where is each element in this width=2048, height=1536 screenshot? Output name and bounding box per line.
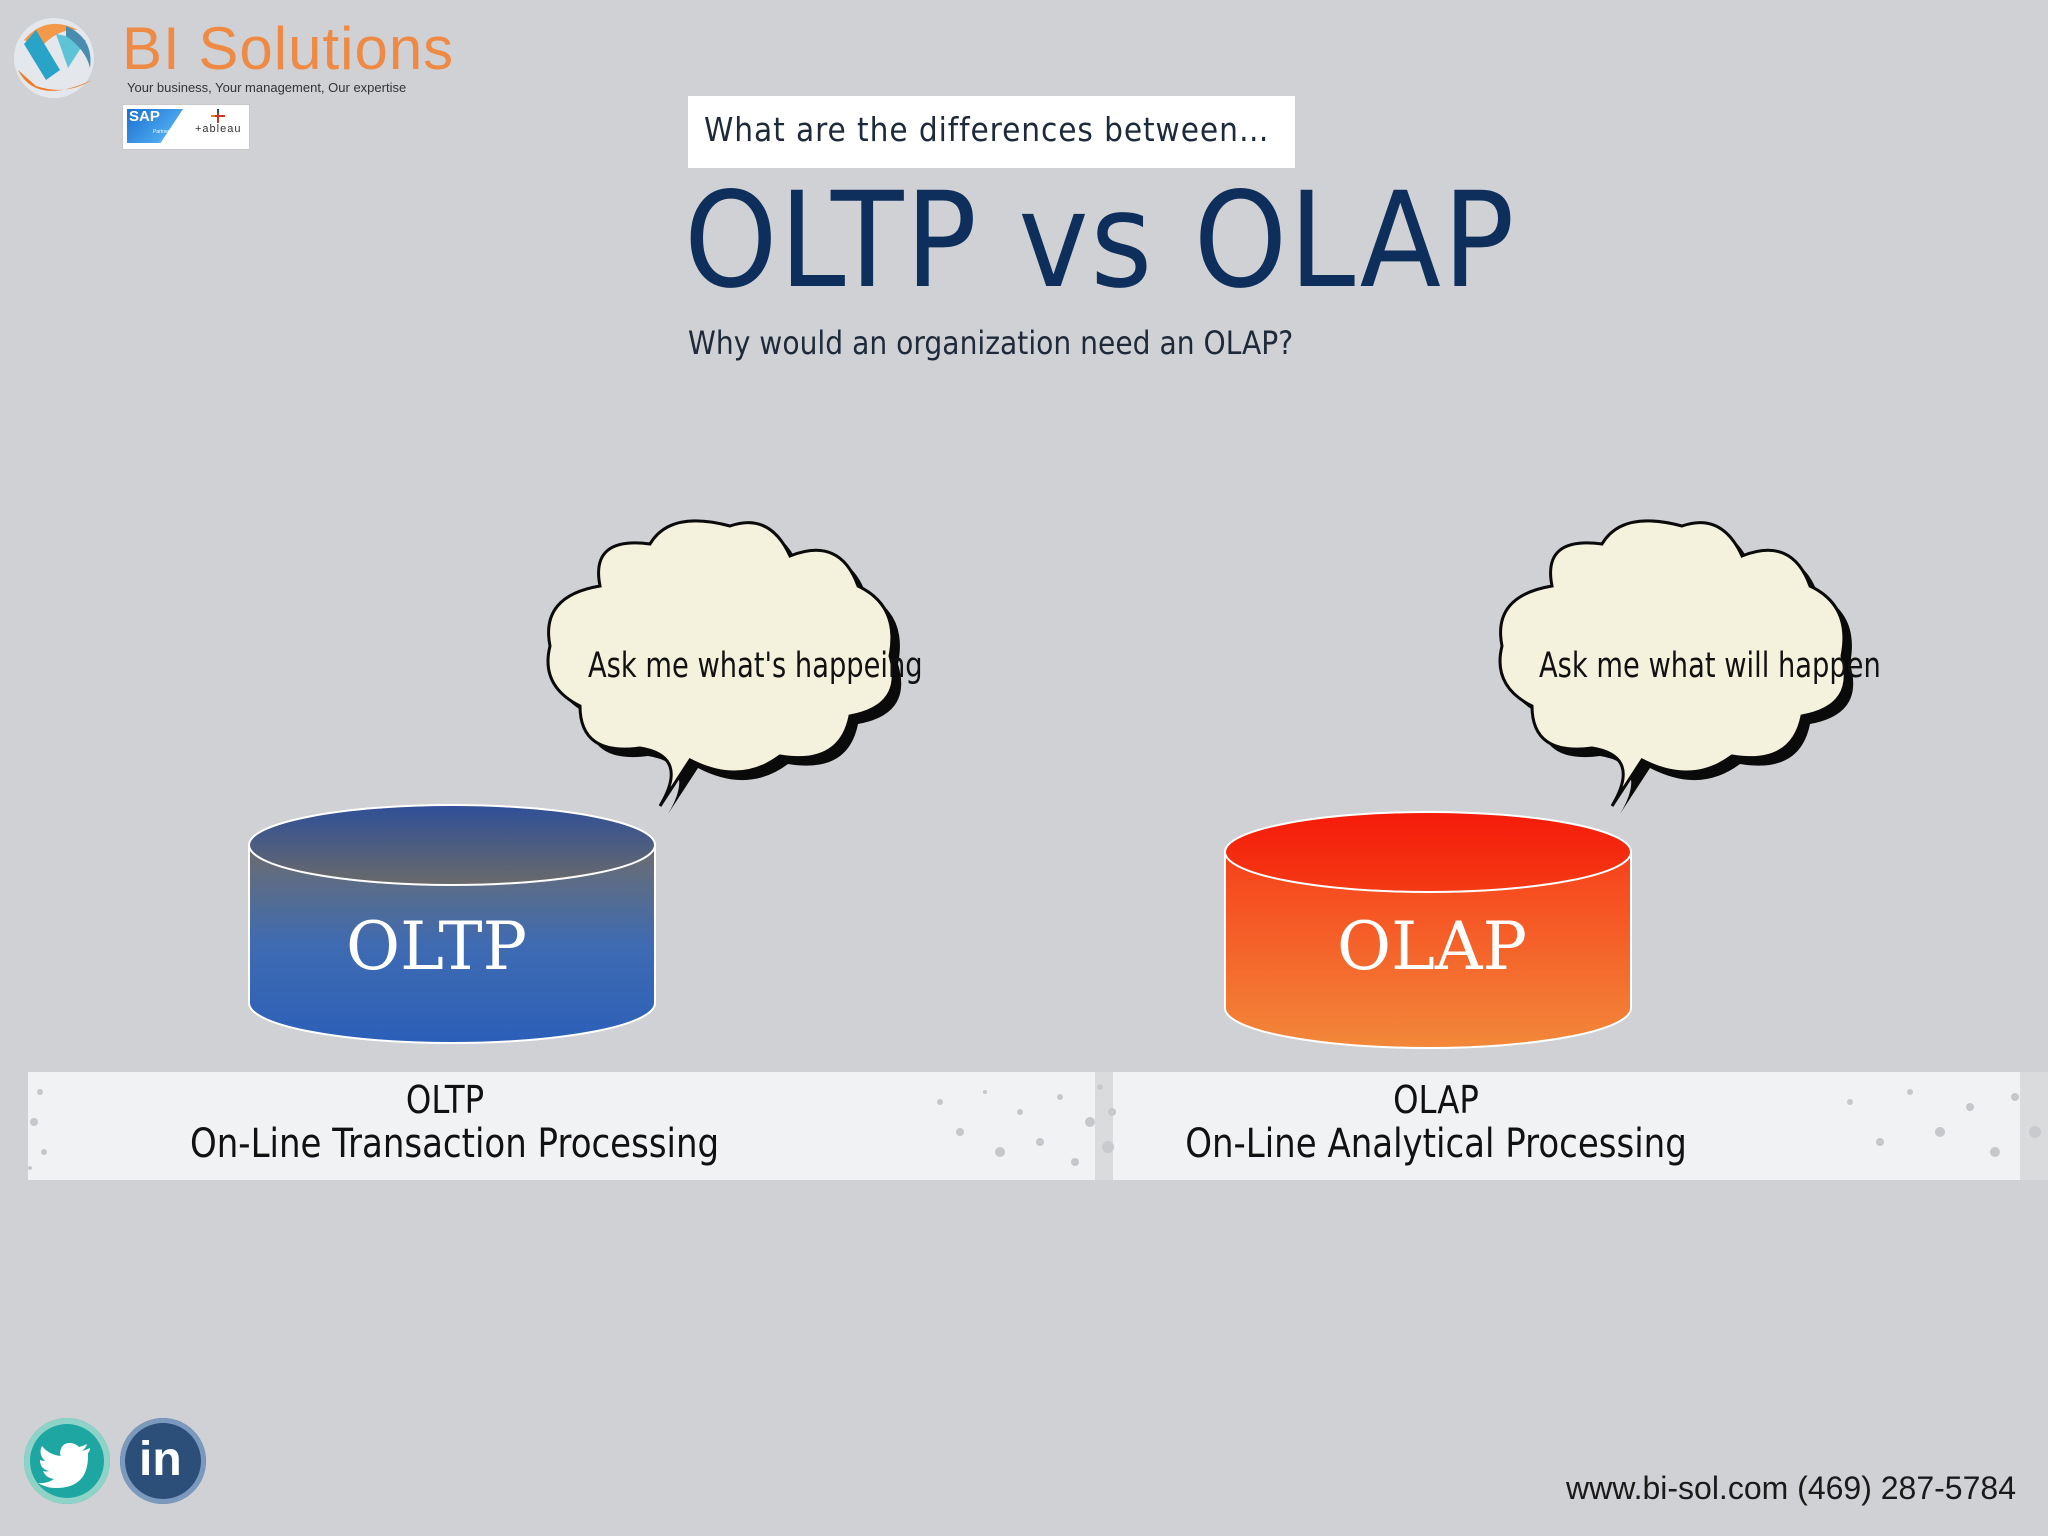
twitter-icon — [38, 1443, 90, 1488]
question-banner: What are the differences between… — [688, 96, 1295, 168]
definition-band — [28, 1072, 2048, 1180]
linkedin-icon: in — [139, 1433, 182, 1486]
question-text: What are the differences between… — [704, 110, 1270, 149]
brand-tagline: Your business, Your management, Our expe… — [127, 80, 407, 95]
linkedin-button[interactable]: in — [120, 1418, 206, 1504]
sap-sub-label: Partner — [153, 129, 170, 135]
olap-definition-full: On-Line Analytical Processing — [1185, 1121, 1687, 1167]
olap-database-cylinder — [1224, 811, 1632, 1049]
bubble-shape — [1498, 519, 1847, 807]
thought-bubble-right-text: Ask me what will happen — [1539, 646, 1881, 686]
thought-bubble-left-text: Ask me what's happeing — [588, 646, 923, 686]
bubble-shape — [546, 519, 895, 807]
bi-solutions-logo-icon — [14, 18, 94, 98]
oltp-cylinder-label: OLTP — [346, 908, 527, 985]
oltp-database-cylinder — [248, 804, 656, 1044]
tableau-label: +ableau — [195, 123, 242, 135]
brand-name: BI Solutions — [122, 15, 455, 82]
page-title: OLTP vs OLAP — [684, 164, 1517, 318]
oltp-definition-abbr: OLTP — [405, 1078, 485, 1122]
tableau-icon — [211, 109, 225, 123]
footer-contact: www.bi-sol.com (469) 287-5784 — [1566, 1470, 2016, 1506]
olap-definition-abbr: OLAP — [1393, 1078, 1479, 1122]
band-texture — [28, 1072, 2048, 1180]
partner-badges: SAP Partner +ableau — [122, 104, 250, 150]
twitter-button[interactable] — [24, 1418, 110, 1504]
olap-cylinder-label: OLAP — [1337, 908, 1528, 985]
page-subtitle: Why would an organization need an OLAP? — [688, 324, 1294, 362]
thought-bubble-right — [1498, 519, 1854, 814]
sap-label: SAP — [129, 108, 160, 125]
oltp-definition-full: On-Line Transaction Processing — [190, 1121, 720, 1167]
thought-bubble-left — [546, 519, 902, 814]
